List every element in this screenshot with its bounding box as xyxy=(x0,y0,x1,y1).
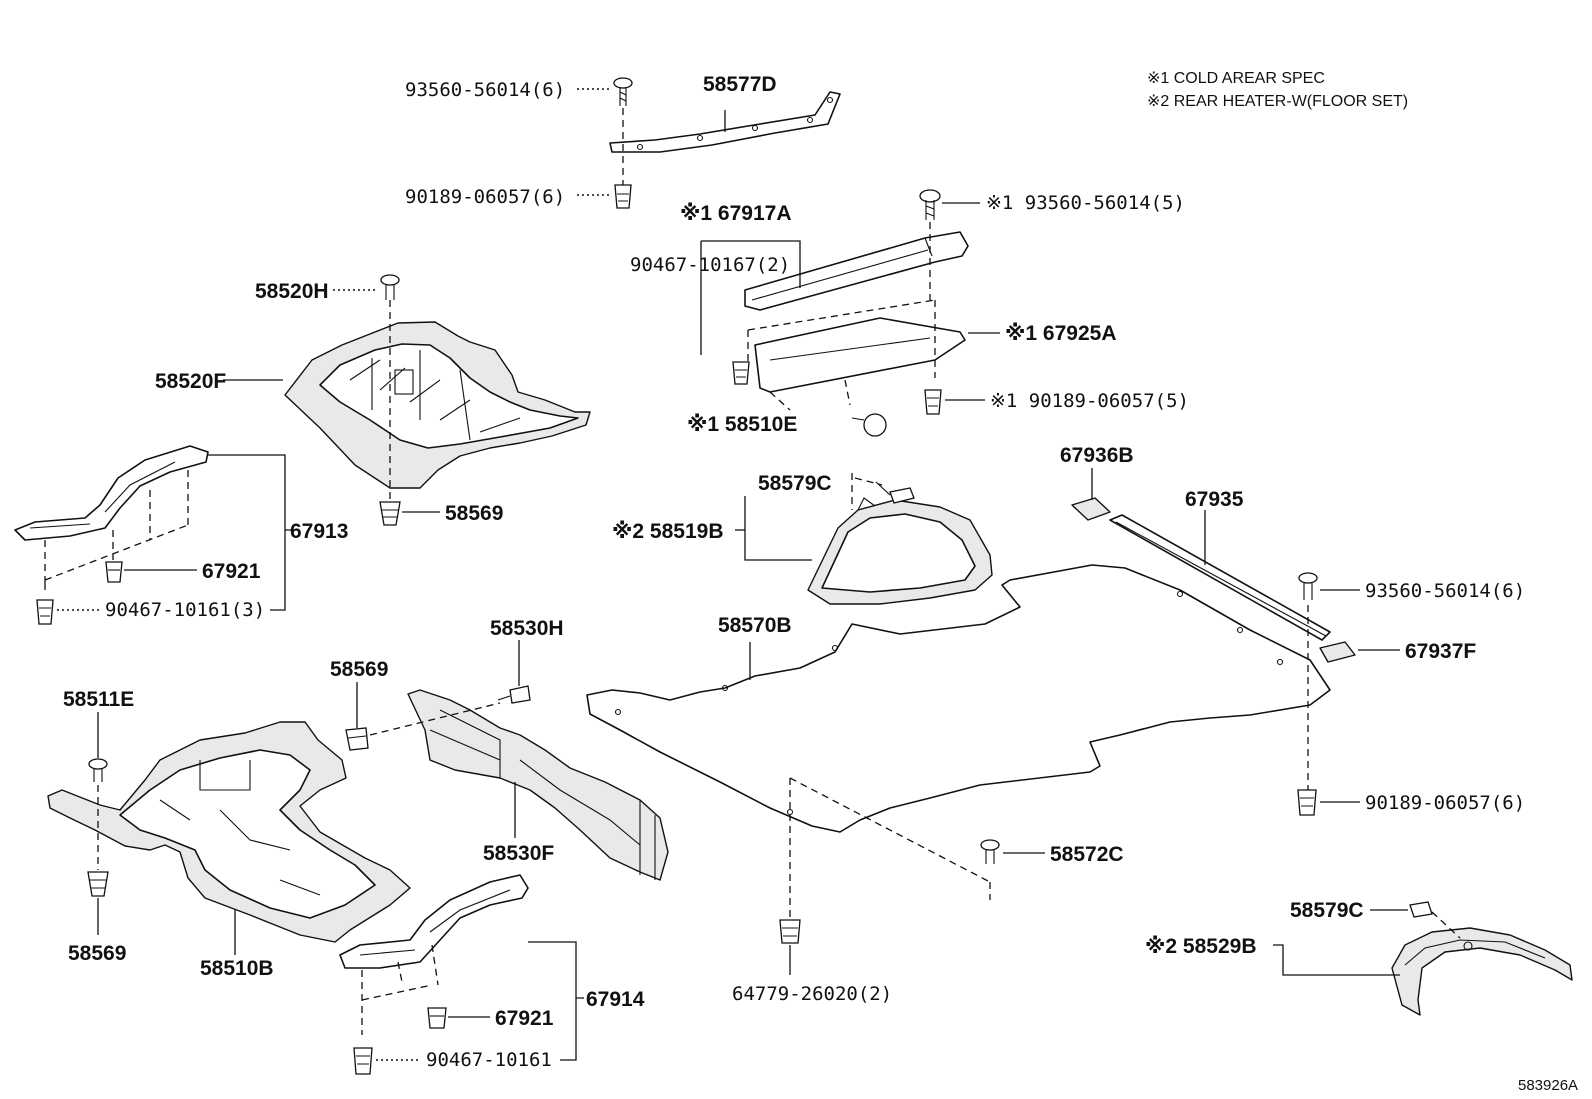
clip-90467-10161-3 xyxy=(36,599,54,625)
clip-58569-bottom xyxy=(87,871,109,897)
label-58520F: 58520F xyxy=(155,370,226,393)
clip-90467-10167 xyxy=(732,361,750,385)
bolt-93560-56014-top xyxy=(613,77,633,106)
label-67925A: ※1 67925A xyxy=(1005,322,1117,345)
screw-58579C-bottom xyxy=(1409,901,1433,918)
label-67936B: 67936B xyxy=(1060,444,1134,467)
label-67935: 67935 xyxy=(1185,488,1244,511)
label-64779-26020-2: 64779-26020(2) xyxy=(732,983,892,1005)
clip-67921-top xyxy=(105,561,123,583)
label-67921-bottom: 67921 xyxy=(495,1007,554,1030)
label-90467-10167-2: 90467-10167(2) xyxy=(630,254,790,276)
clip-58530H xyxy=(497,685,531,704)
figure-id: 583926A xyxy=(1518,1077,1578,1094)
clip-58520H xyxy=(380,274,400,300)
label-58579C-bottom: 58579C xyxy=(1290,899,1364,922)
label-90189-06057-6-top: 90189-06057(6) xyxy=(405,186,565,208)
label-58579C-top: 58579C xyxy=(758,472,832,495)
part-58577D xyxy=(609,91,841,153)
clip-58511E xyxy=(88,758,108,782)
label-58572C: 58572C xyxy=(1050,843,1124,866)
label-58530F: 58530F xyxy=(483,842,554,865)
label-67937F: 67937F xyxy=(1405,640,1476,663)
clip-90189-06057-right xyxy=(1297,789,1317,816)
label-58519B: ※2 58519B xyxy=(612,520,724,543)
clip-58572C xyxy=(980,839,1000,864)
note-rear-heater: ※2 REAR HEATER-W(FLOOR SET) xyxy=(1147,93,1408,110)
label-93560-56014-6-right: 93560-56014(6) xyxy=(1365,580,1525,602)
part-58519B xyxy=(807,497,993,605)
label-58569-bottom: 58569 xyxy=(68,942,126,965)
label-58510B: 58510B xyxy=(200,957,274,980)
label-58529B: ※2 58529B xyxy=(1145,935,1257,958)
clip-67921-bottom xyxy=(427,1007,447,1029)
label-93560-56014-6-top: 93560-56014(6) xyxy=(405,79,565,101)
label-67913: 67913 xyxy=(290,520,348,543)
part-67925A xyxy=(754,317,966,393)
part-58510B xyxy=(47,721,411,943)
part-67914 xyxy=(339,874,529,969)
label-58511E: 58511E xyxy=(63,688,134,711)
label-90189-06057-5: ※1 90189-06057(5) xyxy=(990,390,1189,412)
label-93560-56014-5: ※1 93560-56014(5) xyxy=(986,192,1185,214)
label-58577D: 58577D xyxy=(703,73,777,96)
clip-64779-26020 xyxy=(779,919,801,944)
clip-90189-06057-top xyxy=(614,184,632,209)
clip-90189-06057-5 xyxy=(924,389,942,415)
clip-90467-10161 xyxy=(353,1047,373,1075)
clip-58569-top xyxy=(379,501,401,526)
label-58530H: 58530H xyxy=(490,617,564,640)
bolt-93560-56014-right xyxy=(1298,572,1318,600)
part-67937F xyxy=(1319,641,1356,663)
part-58570B xyxy=(586,564,1331,833)
part-67913 xyxy=(14,445,209,541)
label-58569-mid: 58569 xyxy=(330,658,388,681)
label-90467-10161-3: 90467-10161(3) xyxy=(105,599,265,621)
label-58520H: 58520H xyxy=(255,280,329,303)
clip-58569-mid xyxy=(345,727,369,751)
bolt-93560-56014-5 xyxy=(919,189,941,220)
label-90189-06057-6-right: 90189-06057(6) xyxy=(1365,792,1525,814)
part-67917A xyxy=(744,231,969,311)
label-58510E: ※1 58510E xyxy=(687,413,797,436)
part-67936B xyxy=(1071,497,1111,521)
label-58569-top: 58569 xyxy=(445,502,503,525)
note-cold-area-spec: ※1 COLD AREAR SPEC xyxy=(1147,70,1325,87)
label-67921-top: 67921 xyxy=(202,560,261,583)
part-58529B xyxy=(1391,927,1573,1016)
part-58530F xyxy=(407,689,669,881)
label-67917A: ※1 67917A xyxy=(680,202,792,225)
label-58570B: 58570B xyxy=(718,614,792,637)
label-67914: 67914 xyxy=(586,988,645,1011)
part-58520F xyxy=(284,321,591,489)
part-67935 xyxy=(1109,514,1331,641)
label-90467-10161: 90467-10161 xyxy=(426,1049,552,1071)
plug-58510E xyxy=(851,413,887,437)
